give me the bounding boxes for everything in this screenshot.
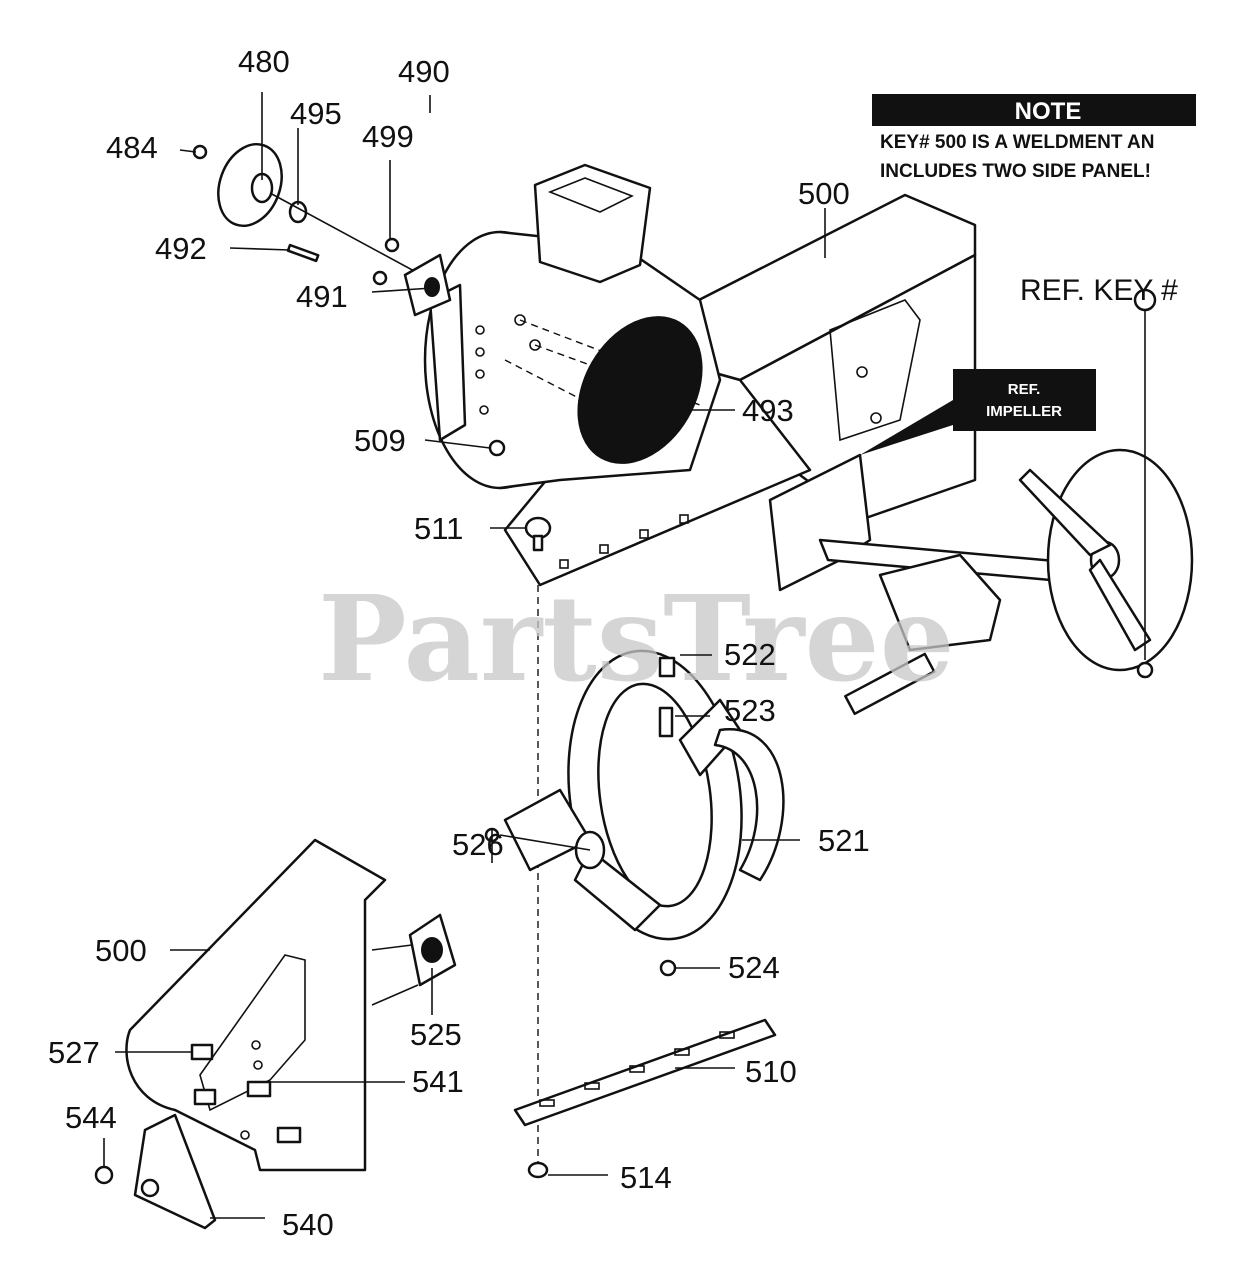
ref-impeller-box: REF. IMPELLER	[860, 369, 1096, 455]
callout-511: 511	[414, 511, 463, 546]
ref-impeller-line-2: IMPELLER	[986, 403, 1062, 420]
watermark-text: PartsTree	[318, 569, 955, 708]
auger-housing-drawing	[423, 163, 977, 1170]
note-box: NOTE KEY# 500 IS A WELDMENT AN INCLUDES …	[872, 94, 1196, 182]
callout-540: 540	[282, 1207, 334, 1242]
ref-key-label: REF. KEY #	[1020, 274, 1178, 307]
callout-491: 491	[296, 279, 348, 314]
callout-524: 524	[728, 950, 780, 985]
callout-541: 541	[412, 1064, 464, 1099]
side-panel-drawing	[94, 838, 457, 1230]
scraper-bar-drawing	[513, 1018, 777, 1179]
note-line-2: INCLUDES TWO SIDE PANEL!	[880, 161, 1151, 182]
callout-492: 492	[155, 231, 207, 266]
callout-514: 514	[620, 1160, 672, 1195]
note-heading: NOTE	[1015, 98, 1082, 125]
impeller-gearbox-drawing	[768, 288, 1194, 716]
auger-drawing	[484, 649, 785, 977]
callout-495: 495	[290, 96, 342, 131]
callout-522: 522	[724, 637, 776, 672]
leader-lines	[103, 92, 826, 1219]
callout-509: 509	[354, 423, 406, 458]
callout-480: 480	[238, 44, 290, 79]
callout-525: 525	[410, 1017, 462, 1052]
callout-500-side: 500	[95, 933, 147, 968]
callout-510: 510	[745, 1054, 797, 1089]
callout-493: 493	[742, 393, 794, 428]
ref-impeller-line-1: REF.	[1008, 381, 1041, 398]
callout-499: 499	[362, 119, 414, 154]
callout-484: 484	[106, 130, 158, 165]
callout-544: 544	[65, 1100, 117, 1135]
callout-490: 490	[398, 54, 450, 89]
callout-521: 521	[818, 823, 870, 858]
note-line-1: KEY# 500 IS A WELDMENT AN	[880, 132, 1155, 153]
callout-526: 526	[452, 827, 504, 862]
callout-500-top: 500	[798, 176, 850, 211]
callout-523: 523	[724, 693, 776, 728]
callout-527: 527	[48, 1035, 100, 1070]
